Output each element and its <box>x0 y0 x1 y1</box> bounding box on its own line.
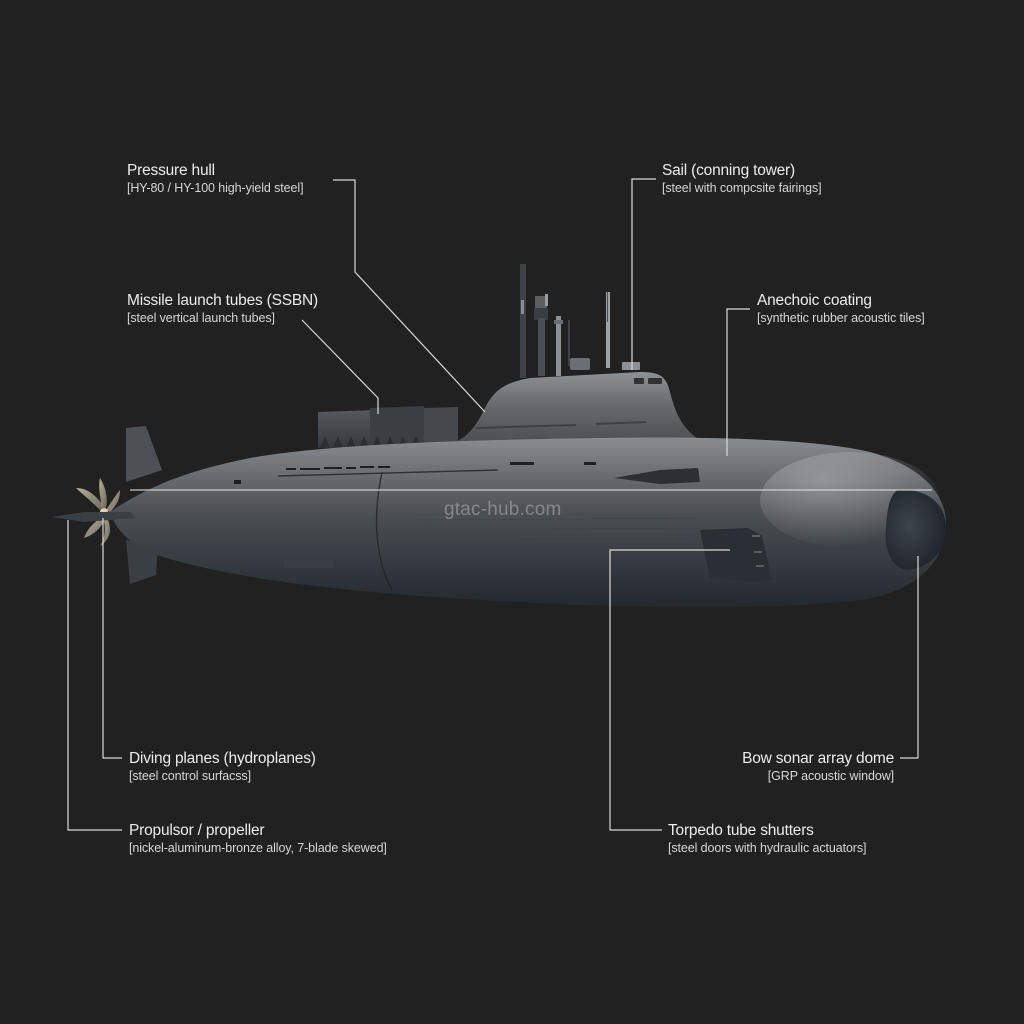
sail-shape <box>455 372 700 442</box>
callout-sail: Sail (conning tower) [steel with compcsi… <box>662 161 822 197</box>
callout-diving-planes: Diving planes (hydroplanes) [steel contr… <box>129 749 316 785</box>
upper-rudder <box>126 426 162 482</box>
watermark-text: gtac-hub.com <box>444 499 562 520</box>
callout-title: Missile launch tubes (SSBN) <box>127 292 319 309</box>
callout-material: [steel with compcsite fairings] <box>662 181 822 195</box>
callout-material: [synthetic rubber acoustic tiles] <box>757 311 925 325</box>
missile-tube-hatches <box>318 406 458 448</box>
callout-material: [steel vertical launch tubes] <box>127 311 275 325</box>
callout-material: [HY-80 / HY-100 high-yield steel] <box>127 181 304 195</box>
masts <box>520 264 640 378</box>
callout-material: [steel control surfacss] <box>129 769 251 783</box>
callout-title: Anechoic coating <box>757 292 872 309</box>
callout-anechoic-coating: Anechoic coating [synthetic rubber acous… <box>757 291 925 327</box>
callout-title: Bow sonar array dome <box>742 750 894 767</box>
leader-lines <box>67 178 919 831</box>
callout-bow-sonar: Bow sonar array dome [GRP acoustic windo… <box>742 749 894 785</box>
callout-title: Sail (conning tower) <box>662 162 795 179</box>
callout-material: [steel doors with hydraulic actuators] <box>668 841 867 855</box>
bow-plane <box>614 468 700 484</box>
callout-title: Pressure hull <box>127 162 215 179</box>
callout-title: Diving planes (hydroplanes) <box>129 750 316 767</box>
callout-material: [nickel-aluminum-bronze alloy, 7-blade s… <box>129 841 387 855</box>
callout-propulsor: Propulsor / propeller [nickel-aluminum-b… <box>129 821 387 857</box>
bow-sonar-dome-shape <box>885 489 946 570</box>
callout-title: Propulsor / propeller <box>129 822 265 839</box>
stern-plane <box>52 512 136 522</box>
callout-material: [GRP acoustic window] <box>767 769 894 783</box>
torpedo-shutter-shape <box>700 528 772 582</box>
callout-title: Torpedo tube shutters <box>668 822 814 839</box>
callout-pressure-hull: Pressure hull [HY-80 / HY-100 high-yield… <box>127 161 304 197</box>
callout-torpedo-shutters: Torpedo tube shutters [steel doors with … <box>668 821 866 857</box>
callout-missile-tubes: Missile launch tubes (SSBN) [steel verti… <box>127 291 318 327</box>
